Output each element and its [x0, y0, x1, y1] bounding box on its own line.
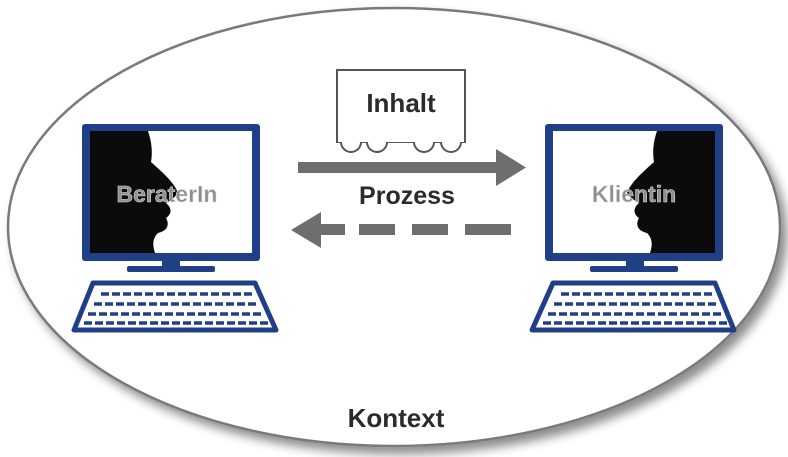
- left-keyboard-icon: [71, 280, 279, 333]
- right-screen-label: Klientin: [592, 181, 676, 207]
- right-screen: [553, 131, 715, 253]
- context-label: Kontext: [348, 403, 445, 433]
- cart-icon: Inhalt: [336, 69, 466, 153]
- left-monitor-base: [127, 266, 215, 272]
- content-label: Inhalt: [366, 88, 436, 118]
- left-screen: [90, 131, 252, 253]
- left-screen-label: BeraterIn: [117, 181, 218, 207]
- left-computer-icon: BeraterIn: [71, 124, 279, 333]
- right-face-profile-icon: [627, 131, 715, 253]
- arrow-right-icon: [298, 149, 526, 186]
- left-face-profile-icon: [90, 131, 178, 253]
- right-computer-icon: Klientin: [529, 124, 737, 333]
- process-label: Prozess: [359, 182, 455, 210]
- right-keyboard-icon: [529, 280, 737, 333]
- dashed-arrow-left-icon: [291, 212, 511, 248]
- right-monitor-base: [590, 266, 678, 272]
